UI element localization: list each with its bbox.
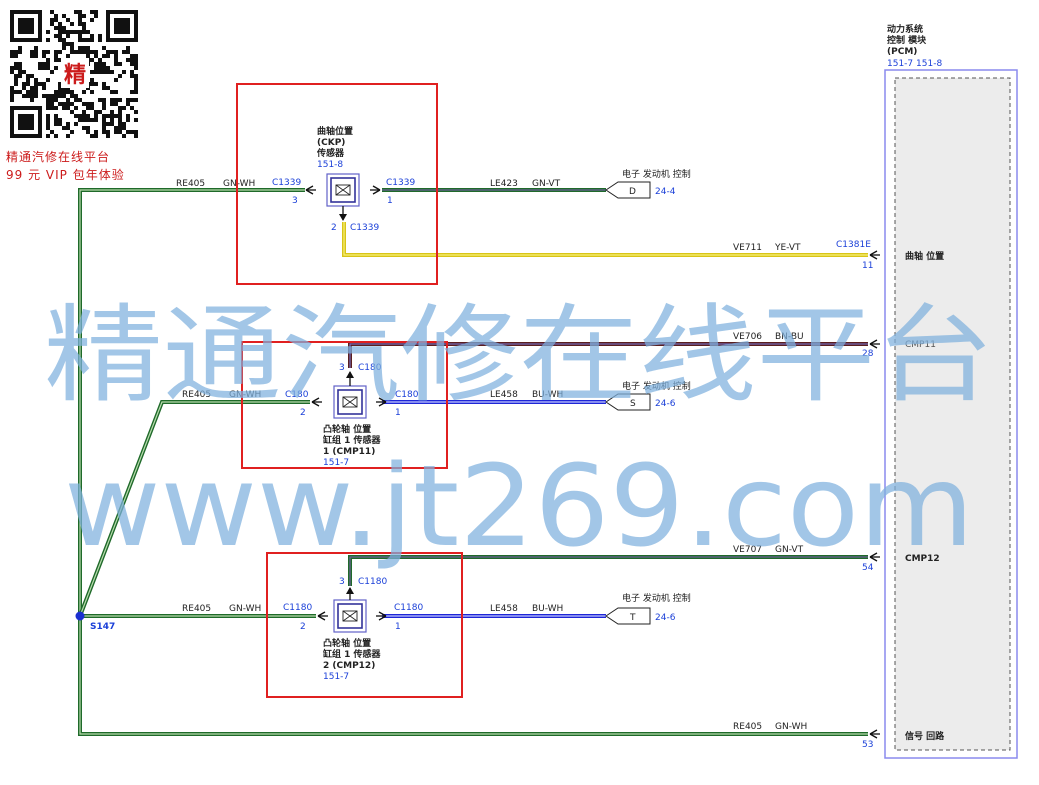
wire-label-re405-top: RE405 (176, 179, 205, 189)
watermark-line1: 精通汽修在线平台 (44, 294, 994, 417)
offpage-t-letter: T (629, 613, 636, 623)
qr-logo-char: 精 (64, 62, 86, 88)
wire-color-le458-low: BU-WH (532, 604, 563, 614)
watermark: 精通汽修在线平台 www.jt269.com (44, 294, 994, 572)
pcm-pin-11: 11 (862, 261, 873, 271)
cmp11-conn-left: C180 (285, 390, 309, 400)
pcm-title-line2: 控制 模块 (887, 34, 927, 46)
wire-label-ve706: VE706 (733, 332, 762, 342)
wire-label-ve711: VE711 (733, 243, 762, 253)
wire-label-le458-low: LE458 (490, 604, 518, 614)
cmp11-ref: 151-7 (323, 458, 349, 468)
wire-label-re405-low: RE405 (182, 604, 211, 614)
pcm-pin-54: 54 (862, 563, 874, 573)
offpage-d-letter: D (629, 187, 636, 197)
offpage-t: T 电子 发动机 控制 24-6 (605, 592, 691, 625)
wire-color-ve711: YE-VT (774, 243, 801, 253)
ckp-name-line2: (CKP) (317, 138, 345, 148)
wire-color-le423: GN-VT (532, 179, 561, 189)
offpage-s-letter: S (630, 399, 636, 409)
pcm-title-line3: (PCM) (887, 47, 917, 57)
pcm-module: 动力系统 控制 模块 (PCM) 151-7 151-8 曲轴 位置 CMP11… (836, 23, 1018, 759)
offpage-d-label: 电子 发动机 控制 (622, 168, 691, 180)
cmp11-conn-right: C180 (395, 390, 419, 400)
pcm-title-line1: 动力系统 (887, 23, 923, 35)
ckp-conn-left: C1339 (272, 178, 301, 188)
offpage-s-label: 电子 发动机 控制 (622, 380, 691, 392)
cmp12-ref: 151-7 (323, 672, 349, 682)
wires (78, 188, 868, 736)
watermark-line2: www.jt269.com (64, 442, 974, 572)
highlight-box-cmp11 (241, 341, 448, 469)
cmp12-name-line2: 缸组 1 传感器 (322, 648, 382, 660)
cmp12-conn-left: C1180 (283, 603, 312, 613)
wire-label-re405-mid: RE405 (182, 390, 211, 400)
wire-color-re405-top: GN-WH (223, 179, 255, 189)
offpage-d-ref: 24-4 (655, 187, 676, 197)
cmp11-name-line2: 缸组 1 传感器 (322, 434, 382, 446)
ckp-pin-bottom: 2 (331, 223, 337, 233)
wire-color-re405-low: GN-WH (229, 604, 261, 614)
cmp11-sensor: 3 C180 C180 2 C180 1 凸轮轴 位置 缸组 1 传感器 1 (… (285, 363, 419, 468)
cmp12-pin-right: 1 (395, 622, 401, 632)
splice-label: S147 (90, 622, 115, 632)
wire-color-le458-mid: BU-WH (532, 390, 563, 400)
cmp12-pin-left: 2 (300, 622, 306, 632)
cmp11-pin-left: 2 (300, 408, 306, 418)
ckp-sensor: 曲轴位置 (CKP) 传感器 151-8 C1339 3 C1339 1 2 C… (272, 125, 415, 233)
pcm-pin-label-cmp12: CMP12 (905, 554, 940, 564)
pcm-pin-label-crank: 曲轴 位置 (905, 250, 944, 262)
offpage-d: D 电子 发动机 控制 24-4 (605, 168, 691, 199)
ckp-name-line1: 曲轴位置 (317, 125, 353, 137)
pcm-refs: 151-7 151-8 (887, 59, 942, 69)
ckp-name-line3: 传感器 (316, 147, 345, 159)
pcm-pin-label-cmp11: CMP11 (905, 340, 936, 350)
cmp11-name-line1: 凸轮轴 位置 (323, 423, 371, 435)
wire-labels: RE405 GN-WH LE423 GN-VT VE711 YE-VT VE70… (176, 179, 807, 732)
cmp12-conn-top: C1180 (358, 577, 387, 587)
ckp-pin-right: 1 (387, 196, 393, 206)
highlight-box-ckp (236, 83, 438, 285)
cmp11-pin-right: 1 (395, 408, 401, 418)
wire-label-re405-bottom: RE405 (733, 722, 762, 732)
highlight-box-cmp12 (266, 552, 463, 698)
pcm-connector-c1381e: C1381E (836, 240, 871, 250)
wire-color-ve706: BN-BU (775, 332, 804, 342)
pcm-pin-label-signal-return: 信号 回路 (905, 730, 945, 742)
promo-line2: 99 元 VIP 包年体验 (6, 168, 125, 182)
ckp-pin-left: 3 (292, 196, 298, 206)
cmp12-pin-top: 3 (339, 577, 345, 587)
offpage-connectors: D 电子 发动机 控制 24-4 S 电子 发动机 控制 24-6 T 电子 发… (605, 168, 691, 625)
offpage-t-label: 电子 发动机 控制 (622, 592, 691, 604)
ckp-conn-bottom: C1339 (350, 223, 379, 233)
cmp11-conn-top: C180 (358, 363, 382, 373)
offpage-s-ref: 24-6 (655, 399, 676, 409)
splice-s147 (75, 611, 85, 621)
cmp12-sensor: 3 C1180 C1180 2 C1180 1 凸轮轴 位置 缸组 1 传感器 … (283, 577, 423, 682)
pcm-pin-28: 28 (862, 349, 874, 359)
offpage-s: S 电子 发动机 控制 24-6 (605, 380, 691, 411)
wire-color-re405-bottom: GN-WH (775, 722, 807, 732)
ckp-conn-right: C1339 (386, 178, 415, 188)
wire-color-ve707: GN-VT (775, 545, 804, 555)
wire-label-ve707: VE707 (733, 545, 762, 555)
cmp12-name-line1: 凸轮轴 位置 (323, 637, 371, 649)
promo-line1: 精通汽修在线平台 (6, 150, 111, 164)
pcm-pin-53: 53 (862, 740, 873, 750)
wire-label-le423: LE423 (490, 179, 518, 189)
cmp12-name-line3: 2 (CMP12) (323, 661, 375, 671)
ckp-ref: 151-8 (317, 160, 343, 170)
wire-color-re405-mid: GN-WH (229, 390, 261, 400)
cmp12-conn-right: C1180 (394, 603, 423, 613)
cmp11-pin-top: 3 (339, 363, 345, 373)
cmp11-name-line3: 1 (CMP11) (323, 447, 375, 457)
wire-label-le458-mid: LE458 (490, 390, 518, 400)
offpage-t-ref: 24-6 (655, 613, 676, 623)
qr-code: 精 (10, 10, 138, 138)
